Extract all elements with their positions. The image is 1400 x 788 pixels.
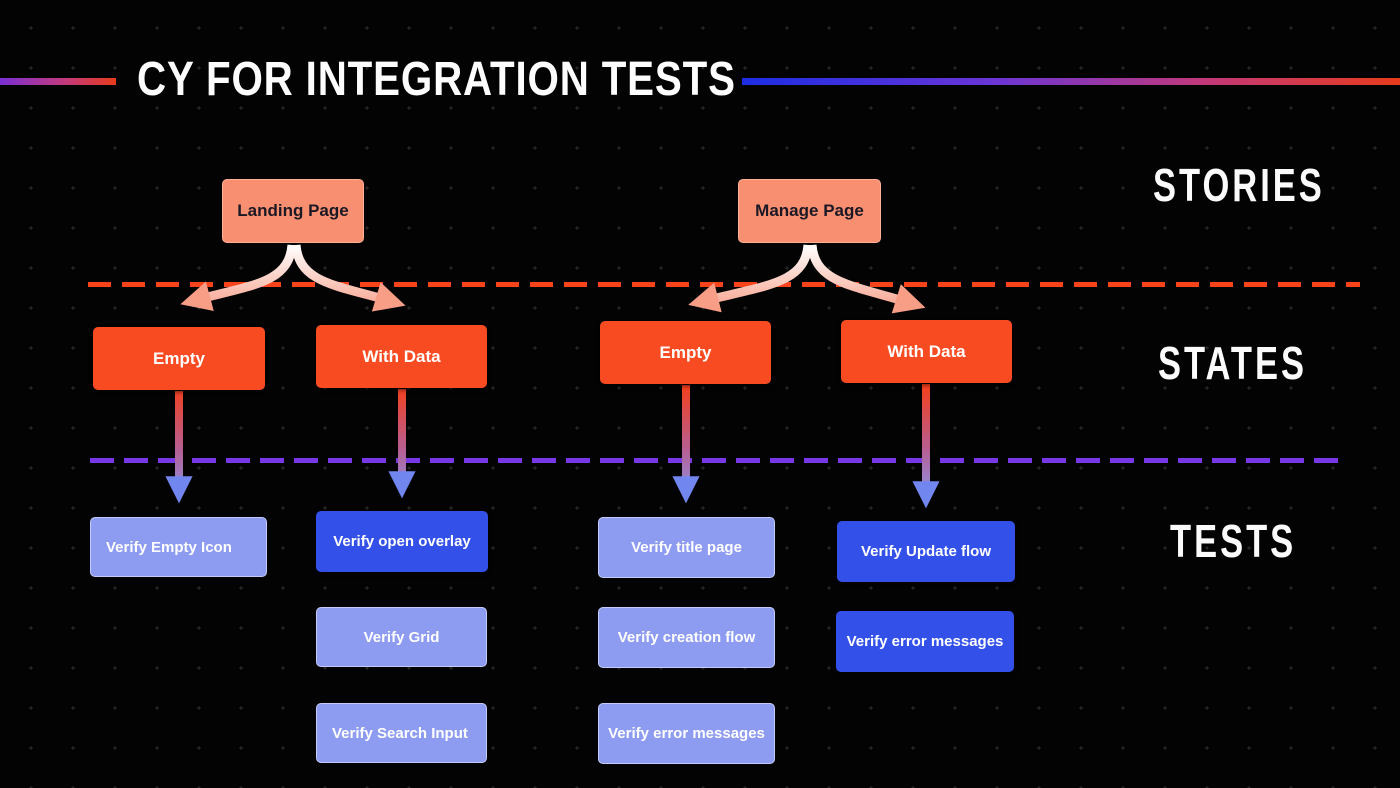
test-box-verify-grid: Verify Grid xyxy=(316,607,487,667)
title-line-right xyxy=(742,78,1400,85)
test-box-verify-error-messages-blue: Verify error messages xyxy=(836,611,1014,672)
arrow-manage-to-withdata xyxy=(807,244,926,314)
row-label-states: STATES xyxy=(1158,337,1307,389)
state-box-landing-empty: Empty xyxy=(93,327,265,390)
test-box-verify-title-page: Verify title page xyxy=(598,517,775,578)
title-line-left xyxy=(0,78,116,85)
test-box-verify-error-messages-light: Verify error messages xyxy=(598,703,775,764)
row-label-tests: TESTS xyxy=(1170,515,1297,567)
state-box-manage-withdata: With Data xyxy=(841,320,1012,383)
test-box-verify-empty-icon: Verify Empty Icon xyxy=(90,517,267,577)
story-box-landing-page: Landing Page xyxy=(222,179,364,243)
page-title: CY FOR INTEGRATION TESTS xyxy=(137,53,736,106)
test-box-verify-creation-flow: Verify creation flow xyxy=(598,607,775,668)
state-box-manage-empty: Empty xyxy=(600,321,771,384)
arrow-manage-to-empty xyxy=(688,244,813,313)
arrow-landing-to-withdata xyxy=(291,244,406,312)
test-box-verify-update-flow: Verify Update flow xyxy=(837,521,1015,582)
test-box-verify-open-overlay: Verify open overlay xyxy=(316,511,488,572)
row-label-stories: STORIES xyxy=(1153,159,1325,211)
state-box-landing-withdata: With Data xyxy=(316,325,487,388)
stories-states-divider xyxy=(88,282,1360,287)
story-box-manage-page: Manage Page xyxy=(738,179,881,243)
test-box-verify-search-input: Verify Search Input xyxy=(316,703,487,763)
arrow-landing-to-empty xyxy=(180,244,297,312)
states-tests-divider xyxy=(90,458,1348,463)
